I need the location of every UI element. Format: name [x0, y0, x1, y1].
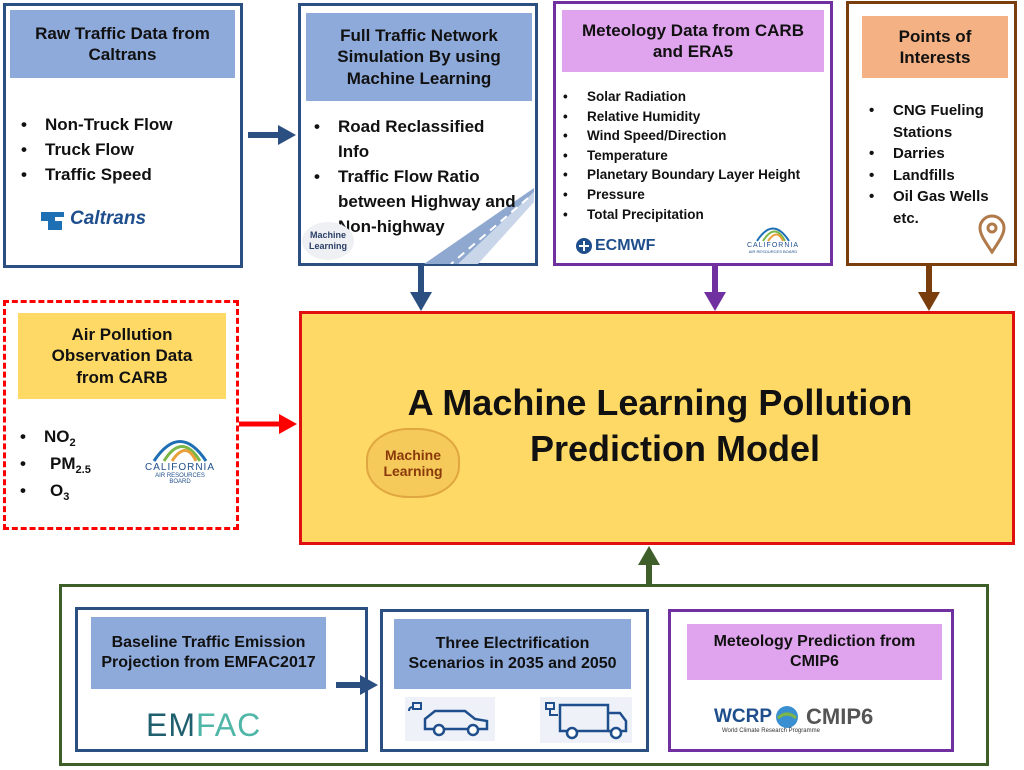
list-item: O3 — [14, 477, 124, 504]
arrow-meteorology-to-model — [704, 266, 726, 311]
list-item: Total Precipitation — [557, 205, 829, 225]
caltrans-logo: Caltrans — [40, 208, 170, 234]
machine-learning-small-logo: Machine Learning — [302, 222, 354, 260]
meteorology-list: Solar Radiation Relative Humidity Wind S… — [557, 87, 829, 224]
ecmwf-logo: ECMWF — [575, 236, 675, 256]
model-title-line2: Prediction Model — [529, 428, 821, 469]
list-item: Solar Radiation — [557, 87, 829, 107]
list-item: Non-Truck Flow — [15, 112, 235, 137]
arrow-simulation-to-model — [410, 266, 432, 311]
poi-list: CNG Fueling Stations Darries Landfills O… — [863, 100, 1003, 229]
air-pollution-box-title: Air Pollution Observation Data from CARB — [18, 313, 226, 399]
list-item: Relative Humidity — [557, 107, 829, 127]
emfac-logo: EMFAC — [146, 707, 262, 743]
electric-truck-icon — [540, 697, 632, 743]
scenarios-box-title: Three Electrification Scenarios in 2035 … — [394, 619, 631, 689]
list-item: Traffic Speed — [15, 162, 235, 187]
cmip6-box-title: Meteology Prediction from CMIP6 — [687, 624, 942, 680]
location-pin-icon — [978, 214, 1006, 254]
caltrans-logo-text: Caltrans — [70, 208, 147, 229]
list-item: PM2.5 — [14, 450, 124, 477]
future-projection-box — [59, 584, 989, 766]
ml-pollution-model-box — [299, 311, 1015, 545]
meteorology-box-title: Meteology Data from CARB and ERA5 — [562, 10, 824, 72]
electric-car-icon — [405, 697, 495, 741]
wcrp-cmip6-logo: WCRP CMIP6 World Climate Research Progra… — [714, 704, 874, 734]
list-item: CNG Fueling Stations — [863, 100, 1003, 143]
pollutant-list: NO2 PM2.5 O3 — [14, 423, 124, 504]
list-item: Darries — [863, 143, 1003, 165]
arrow-air-pollution-to-model — [239, 414, 297, 434]
list-item: Wind Speed/Direction — [557, 126, 829, 146]
model-title-line1: A Machine Learning Pollution — [407, 382, 913, 423]
machine-learning-logo: Machine Learning — [366, 428, 460, 498]
arrow-caltrans-to-simulation — [248, 125, 296, 145]
list-item: Landfills — [863, 165, 1003, 187]
caltrans-list: Non-Truck Flow Truck Flow Traffic Speed — [15, 112, 235, 187]
simulation-box-title: Full Traffic Network Simulation By using… — [306, 13, 532, 101]
poi-box-title: Points of Interests — [862, 16, 1008, 78]
list-item: Planetary Boundary Layer Height — [557, 165, 829, 185]
model-title: A Machine Learning Pollution Prediction … — [380, 380, 940, 472]
list-item: Truck Flow — [15, 137, 235, 162]
list-item: Pressure — [557, 185, 829, 205]
arrow-emfac-to-scenarios — [336, 675, 378, 695]
ecmwf-logo-text: ECMWF — [595, 237, 656, 254]
list-item: Oil Gas Wells etc. — [863, 186, 1003, 229]
caltrans-box-title: Raw Traffic Data from Caltrans — [10, 10, 235, 78]
carb-logo: CALIFORNIA AIR RESOURCES BOARD — [144, 428, 216, 485]
arrow-poi-to-model — [918, 266, 940, 311]
list-item: Temperature — [557, 146, 829, 166]
emfac-box-title: Baseline Traffic Emission Projection fro… — [91, 617, 326, 689]
list-item: NO2 — [14, 423, 124, 450]
simulation-list: Road Reclassified Info Traffic Flow Rati… — [308, 114, 518, 239]
list-item: Road Reclassified Info — [308, 114, 518, 164]
carb-logo-small: CALIFORNIA AIR RESOURCES BOARD — [744, 220, 802, 260]
list-item: Traffic Flow Ratio between Highway and N… — [308, 164, 518, 239]
arrow-scenarios-to-model — [638, 546, 660, 585]
